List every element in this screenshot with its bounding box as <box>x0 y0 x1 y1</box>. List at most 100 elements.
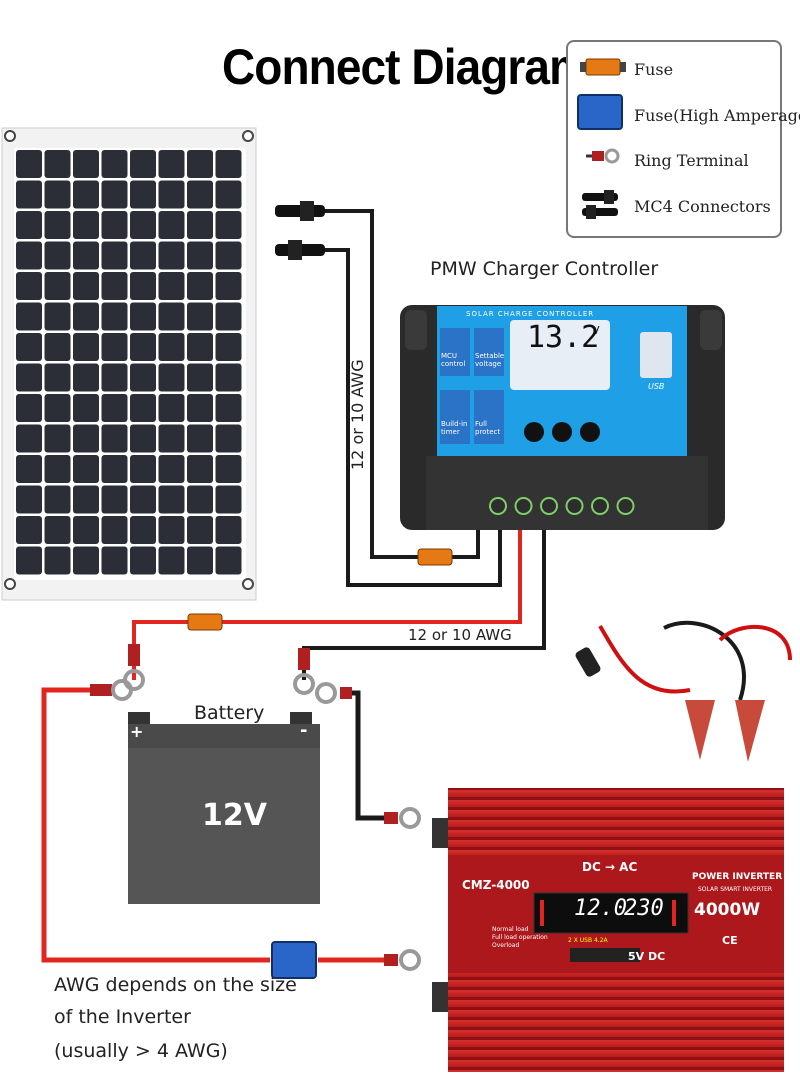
solar-cell <box>130 516 156 544</box>
solar-cell <box>16 180 42 209</box>
solar-cell <box>73 302 99 331</box>
solar-cell <box>158 150 185 178</box>
solar-cell <box>215 150 242 178</box>
solar-cell <box>73 333 99 361</box>
inverter-power: 4000W <box>694 900 761 920</box>
solar-cell <box>130 424 156 453</box>
legend-fuse-label: Fuse <box>634 60 674 79</box>
controller-terminal <box>489 497 507 515</box>
solar-cell <box>158 485 185 514</box>
battery-fuse <box>187 613 223 631</box>
solar-cell <box>16 241 42 270</box>
solar-cell <box>158 516 185 544</box>
solar-cell <box>73 455 99 483</box>
solar-cell <box>215 272 242 300</box>
inverter-ac-reading: 230 <box>624 896 664 921</box>
solar-cell <box>158 394 185 422</box>
solar-cell <box>16 546 42 575</box>
solar-cell <box>187 333 213 361</box>
solar-cell <box>73 180 99 209</box>
solar-cell <box>187 272 213 300</box>
solar-cell <box>16 211 42 239</box>
solar-cell <box>73 516 99 544</box>
solar-cell <box>215 302 242 331</box>
solar-cell <box>130 211 156 239</box>
inverter-subtitle: SOLAR SMART INVERTER <box>698 886 773 893</box>
solar-cell <box>158 333 185 361</box>
mc4-connector-pair <box>275 201 325 260</box>
solar-cell <box>44 394 71 422</box>
solar-cell <box>101 546 128 575</box>
controller-terminal <box>540 497 558 515</box>
solar-cell <box>16 516 42 544</box>
solar-cell <box>101 455 128 483</box>
solar-cell <box>101 424 128 453</box>
high-amperage-fuse <box>271 941 317 979</box>
solar-cell <box>73 272 99 300</box>
solar-cell <box>101 363 128 392</box>
solar-cell <box>73 363 99 392</box>
legend-mc4-label: MC4 Connectors <box>634 197 771 216</box>
solar-cell <box>16 302 42 331</box>
solar-cell <box>16 150 42 178</box>
solar-cell <box>187 485 213 514</box>
solar-cell <box>187 150 213 178</box>
solar-cell <box>73 424 99 453</box>
solar-cell <box>215 485 242 514</box>
solar-cell <box>215 455 242 483</box>
solar-cell <box>158 211 185 239</box>
solar-cell <box>73 150 99 178</box>
solar-cell <box>215 180 242 209</box>
inverter-model: CMZ-4000 <box>462 878 530 892</box>
solar-cell <box>44 241 71 270</box>
inverter-flow: DC → AC <box>582 860 638 874</box>
feature-timer-label: Build-in timer <box>441 420 468 436</box>
solar-cell <box>101 211 128 239</box>
solar-cell <box>73 546 99 575</box>
solar-cell <box>130 241 156 270</box>
feature-mcu-label: MCU control <box>441 352 466 368</box>
solar-cell <box>187 546 213 575</box>
solar-cell <box>158 455 185 483</box>
note-line3: (usually > 4 AWG) <box>54 1040 228 1062</box>
controller-display-value: 13.2 <box>527 320 600 355</box>
legend-high-fuse-label: Fuse(High Amperage) <box>634 106 800 125</box>
note-line1: AWG depends on the size <box>54 974 297 996</box>
controller-terminal <box>565 497 584 515</box>
controller-terminal <box>616 497 635 515</box>
charge-controller <box>400 305 725 530</box>
solar-cell <box>187 455 213 483</box>
solar-cell <box>101 516 128 544</box>
ring-terminals <box>90 644 421 971</box>
battery-clip-cables <box>598 620 792 701</box>
solar-panel <box>1 127 257 601</box>
alligator-clip-icon <box>575 647 765 762</box>
inverter-output: 5V DC <box>628 950 666 963</box>
battery-voltage: 12V <box>202 798 267 833</box>
solar-cell <box>101 302 128 331</box>
solar-cell <box>158 180 185 209</box>
solar-cell <box>215 211 242 239</box>
panel-fuse <box>417 548 453 566</box>
solar-cell <box>187 424 213 453</box>
solar-cell <box>215 394 242 422</box>
controller-display-unit: V <box>592 324 600 337</box>
solar-cell <box>187 394 213 422</box>
fuse-icon <box>580 58 626 76</box>
solar-cell <box>101 485 128 514</box>
solar-cell <box>215 546 242 575</box>
solar-cell <box>158 302 185 331</box>
panel-wire-gauge: 12 or 10 AWG <box>348 359 367 470</box>
solar-cell <box>16 363 42 392</box>
solar-cell <box>16 424 42 453</box>
note-line2: of the Inverter <box>54 1006 191 1028</box>
solar-cell <box>158 272 185 300</box>
mc4-connector-icon <box>582 190 618 219</box>
solar-cell <box>16 394 42 422</box>
ring-terminal-icon <box>586 148 620 164</box>
solar-cell <box>16 455 42 483</box>
battery <box>128 712 320 904</box>
high-amperage-fuse-icon <box>577 94 623 130</box>
usb-label: USB <box>648 382 665 391</box>
